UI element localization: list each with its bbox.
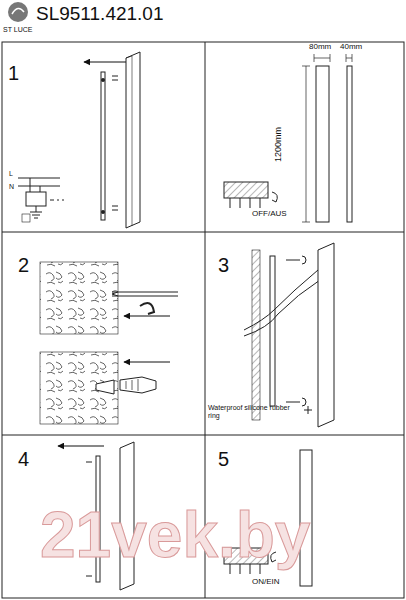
brand-name: ST LUCE [3,26,32,34]
step-number: 2 [18,254,29,276]
wire-name: L [9,170,13,178]
dimension: 80mm [309,43,331,52]
switch-state: ON/EIN [252,578,280,587]
watermark: 21vek.by [40,500,310,570]
model-title: SL9511.421.01 [36,4,164,25]
step-number: 4 [18,448,29,470]
dimension: 1200mm [274,126,284,161]
step-number: 3 [218,254,229,276]
switch-state: OFF/AUS [252,210,287,219]
step-number: 5 [218,448,229,470]
step-number: 1 [8,62,19,84]
wire-name: N [9,183,14,191]
part-note: Waterproof silicone rubber ring [208,404,300,419]
dimension: 40mm [340,43,362,52]
